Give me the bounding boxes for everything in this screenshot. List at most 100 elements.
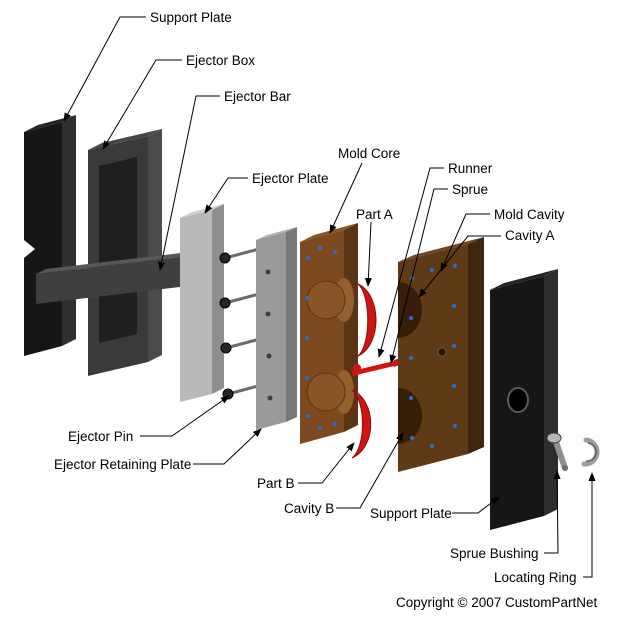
pin-shaft	[224, 247, 260, 260]
leader-support-plate-bottom	[452, 496, 500, 514]
sprue-bushing-shape	[546, 432, 568, 471]
sprue-bushing-tip	[562, 465, 568, 471]
retaining-plate-pin-hole	[265, 269, 271, 275]
leader-ejector-bar	[158, 95, 220, 271]
pin-hole-dot	[333, 422, 337, 426]
pin-hole-dot	[452, 304, 456, 308]
runner-junction	[353, 364, 361, 372]
ejector-bar-front-face	[36, 256, 188, 304]
label-ejector-plate: Ejector Plate	[252, 171, 329, 186]
label-mold-cavity: Mold Cavity	[494, 207, 565, 222]
ejector-plate-front-face	[180, 210, 212, 402]
label-mold-core: Mold Core	[338, 146, 400, 161]
pin-hole-dot	[430, 444, 434, 448]
leader-ejector-plate	[204, 177, 248, 214]
ejector-pin-2	[219, 292, 260, 309]
pin-head	[222, 388, 234, 400]
leader-sprue-bushing	[544, 470, 561, 554]
sprue-bushing-head	[546, 432, 562, 444]
sprue-hole	[437, 347, 447, 357]
leader-ejector-retaining-plate	[193, 428, 262, 465]
label-cavity-b: Cavity B	[284, 501, 334, 516]
support-plate-notch	[24, 240, 35, 258]
ejector-box-shape	[88, 129, 162, 376]
ejector-pin-1	[219, 247, 260, 264]
core-cavity-a-outline	[306, 280, 346, 320]
leader-cavity-b	[336, 432, 404, 509]
label-support-plate-top: Support Plate	[150, 10, 232, 25]
label-support-plate-bottom: Support Plate	[370, 506, 452, 521]
pin-hole-dot	[318, 246, 322, 250]
leader-runner	[377, 167, 444, 358]
runner-shape	[352, 361, 394, 376]
pin-hole-dot	[333, 250, 337, 254]
mold-cavity-shape	[398, 237, 484, 472]
pin-hole-dot	[409, 316, 413, 320]
pin-hole-dot	[305, 336, 309, 340]
label-locating-ring: Locating Ring	[494, 570, 577, 585]
ejector-plate-shape	[180, 204, 224, 402]
leader-lines	[63, 16, 596, 578]
pin-hole-dot	[453, 424, 457, 428]
support-plate-right-shape	[490, 269, 558, 530]
mold-cavity-side-face	[468, 237, 484, 454]
support-plate-left-front-face	[24, 122, 62, 356]
leader-sprue	[389, 188, 448, 364]
support-plate-left-top-face	[24, 115, 76, 132]
part-a-shape	[357, 283, 377, 357]
retaining-plate-pin-hole	[266, 353, 272, 359]
retaining-plate-front-face	[256, 232, 286, 430]
ejector-box-side-face	[148, 129, 162, 362]
retaining-plate-side-face	[286, 227, 297, 422]
pin-hole-dot	[409, 356, 413, 360]
pin-hole-dot	[409, 396, 413, 400]
label-part-b: Part B	[257, 476, 295, 491]
mold-cavity-pin-holes	[409, 264, 457, 448]
pin-hole-dot	[306, 414, 310, 418]
copyright-text: Copyright © 2007 CustomPartNet	[396, 595, 598, 610]
pin-shaft	[225, 337, 261, 350]
pin-hole-dot	[452, 384, 456, 388]
label-ejector-bar: Ejector Bar	[224, 89, 291, 104]
retaining-plate-top-face	[256, 227, 297, 240]
support-plate-right-top-face	[490, 269, 558, 290]
pin-head	[219, 297, 231, 309]
labels: Support Plate Ejector Box Ejector Bar Ej…	[54, 10, 598, 610]
mold-core-shape	[300, 223, 358, 444]
leader-locating-ring	[583, 472, 596, 578]
label-ejector-box: Ejector Box	[186, 53, 255, 68]
pin-hole-dot	[452, 344, 456, 348]
locating-ring-shape	[581, 437, 600, 467]
label-runner: Runner	[448, 161, 493, 176]
pin-hole-dot	[410, 436, 414, 440]
ejector-retaining-plate-shape	[256, 227, 297, 430]
core-cavity-b-outline	[306, 372, 346, 412]
ejector-bar-top-face	[36, 251, 198, 274]
label-cavity-a: Cavity A	[505, 228, 555, 243]
support-plate-left-shape	[24, 115, 76, 356]
label-ejector-pin: Ejector Pin	[68, 429, 133, 444]
pin-hole-dot	[305, 296, 309, 300]
support-plate-right-side-face	[544, 269, 558, 516]
locating-ring-shading	[585, 442, 597, 462]
mold-core-top-face	[300, 223, 358, 242]
label-sprue-bushing: Sprue Bushing	[450, 546, 539, 561]
pin-hole-dot	[430, 268, 434, 272]
label-ejector-retaining-plate: Ejector Retaining Plate	[54, 457, 191, 472]
leader-part-a	[364, 221, 372, 287]
cavity-a-shape	[398, 282, 422, 338]
retaining-plate-pin-hole	[267, 395, 273, 401]
leader-cavity-a	[418, 235, 501, 298]
leader-ejector-pin	[140, 395, 230, 437]
label-sprue: Sprue	[452, 182, 488, 197]
pin-hole-dot	[306, 256, 310, 260]
sprue-bushing-hole	[507, 387, 529, 413]
label-part-a: Part A	[356, 207, 393, 222]
ejector-pin-3	[220, 337, 261, 354]
leader-support-plate-top	[63, 16, 146, 122]
leader-part-b	[298, 442, 355, 484]
pin-hole-dot	[305, 376, 309, 380]
support-plate-left-side-face	[62, 115, 76, 346]
